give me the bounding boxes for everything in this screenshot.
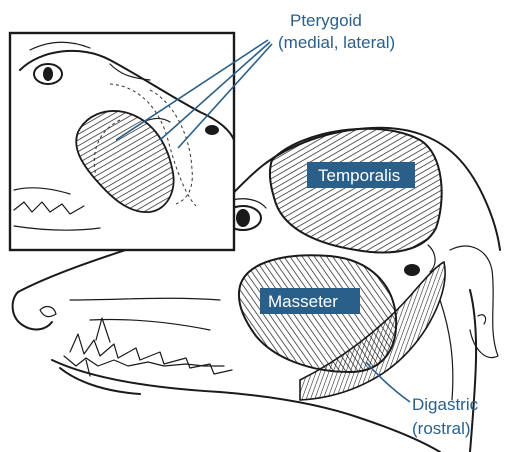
temporalis-label-box: Temporalis — [307, 162, 415, 188]
label-pterygoid-line1: Pterygoid — [290, 11, 362, 30]
masseter-label-box: Masseter — [260, 288, 360, 314]
pterygoid-inset — [10, 33, 234, 250]
label-temporalis: Temporalis — [318, 166, 400, 185]
temporalis-muscle — [270, 129, 442, 253]
label-digastric-line2: (rostral) — [412, 419, 471, 438]
label-pterygoid-line2: (medial, lateral) — [278, 33, 395, 52]
label-digastric-line1: Digastric — [412, 395, 479, 414]
label-masseter: Masseter — [268, 292, 338, 311]
